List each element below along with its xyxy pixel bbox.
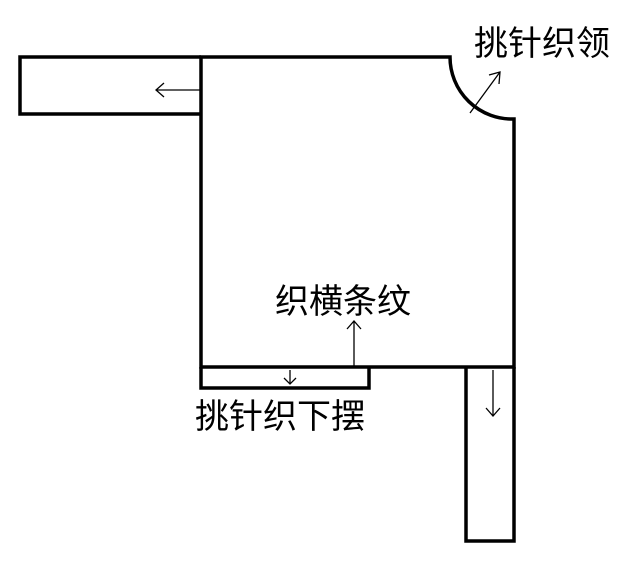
left-panel <box>18 55 201 116</box>
main-body-panel <box>199 55 516 369</box>
up-arrow-icon <box>346 320 362 367</box>
right-strip-panel <box>464 367 516 543</box>
hem-label: 挑针织下摆 <box>195 397 365 437</box>
neck-label: 挑针织领 <box>474 24 610 64</box>
strip-down-arrow-icon <box>485 370 501 417</box>
stripes-label: 织横条纹 <box>275 282 411 322</box>
diagonal-arrow-icon <box>469 71 501 114</box>
left-arrow-icon <box>155 82 201 98</box>
hem-band <box>199 367 371 390</box>
hem-down-arrow-icon <box>283 370 297 385</box>
